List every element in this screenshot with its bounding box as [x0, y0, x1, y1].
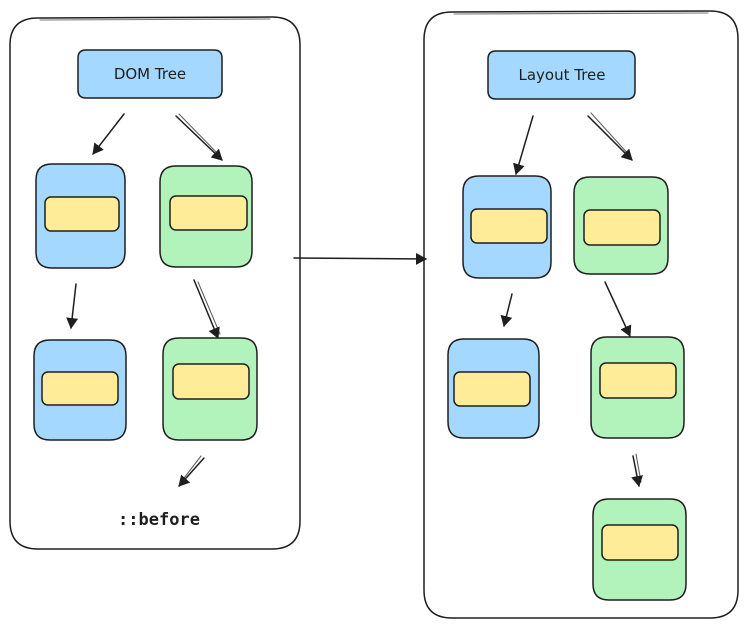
dom-arrow-title-to-blue — [92, 113, 125, 155]
layout-tree-panel: Layout Tree — [423, 10, 739, 619]
dom-node-blue-2-content — [41, 371, 119, 406]
layout-node-green-1-content — [583, 209, 661, 246]
dom-node-green-1 — [159, 165, 253, 268]
dom-node-green-2-content — [172, 363, 250, 400]
layout-node-green-2-content — [599, 362, 677, 399]
dom-arrow-green-to-green — [193, 279, 220, 339]
layout-arrow-to-pseudo-node — [631, 455, 643, 487]
dom-tree-title: DOM Tree — [114, 65, 186, 83]
layout-arrow-title-to-green — [587, 115, 633, 161]
dom-node-blue-1 — [35, 163, 126, 269]
dom-node-green-1-content — [169, 195, 248, 231]
layout-node-pseudo — [592, 498, 687, 601]
dom-panel-frame — [9, 16, 301, 550]
dom-node-green-2 — [162, 337, 258, 441]
dom-to-layout-arrow — [293, 252, 427, 265]
dom-node-blue-1-content — [44, 196, 120, 232]
dom-arrow-blue-to-blue — [66, 283, 79, 329]
layout-node-blue-2 — [447, 338, 540, 439]
layout-arrow-title-to-blue — [513, 115, 534, 175]
layout-node-green-1 — [573, 176, 669, 275]
dom-tree-title-box: DOM Tree — [77, 49, 223, 99]
layout-node-pseudo-content — [601, 524, 679, 561]
layout-node-blue-1 — [462, 175, 552, 279]
layout-node-blue-1-content — [470, 208, 548, 244]
dom-node-blue-2 — [33, 339, 127, 441]
layout-tree-title-box: Layout Tree — [487, 50, 636, 100]
layout-node-green-2 — [590, 336, 685, 439]
layout-arrow-green-to-green — [604, 281, 632, 337]
layout-arrow-blue-to-blue — [500, 293, 513, 327]
dom-tree-panel: DOM Tree — [9, 16, 301, 550]
layout-node-blue-2-content — [453, 371, 531, 407]
layout-panel-frame — [423, 10, 739, 619]
dom-arrow-to-pseudo — [178, 457, 205, 487]
layout-tree-title: Layout Tree — [518, 66, 605, 84]
dom-arrow-title-to-green — [175, 115, 223, 161]
pseudo-element-label: ::before — [118, 510, 200, 530]
